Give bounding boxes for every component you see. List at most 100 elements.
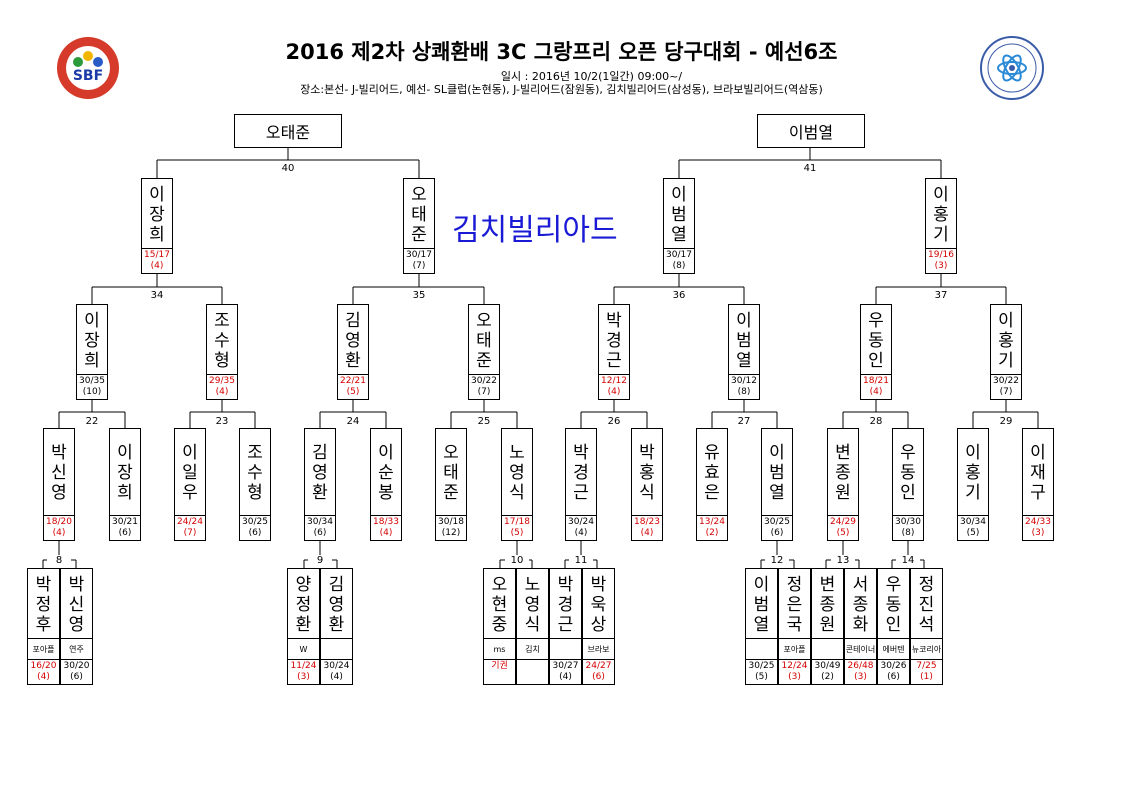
player-score: 19/16(3) [926, 248, 956, 273]
player-score: 30/35(10) [77, 374, 107, 399]
sbf-logo-text: SBF [73, 68, 103, 84]
rank-value: (4) [215, 387, 229, 397]
player-score: 11/24(3) [288, 659, 319, 684]
player-score: 24/27(6) [583, 659, 614, 684]
rank-value: (3) [1031, 528, 1045, 538]
score-value: 30/18 [438, 517, 464, 527]
sbf-logo: SBF [56, 36, 120, 100]
match-number: 40 [276, 163, 300, 174]
score-value: 24/24 [177, 517, 203, 527]
player-score: 30/24(4) [321, 659, 352, 684]
player-score: 30/30(8) [893, 515, 923, 540]
rank-value: (2) [705, 528, 719, 538]
rank-value: (6) [70, 672, 83, 682]
player-club-note: 브라보 [583, 638, 614, 659]
player-score: 30/26(6) [878, 659, 909, 684]
score-value: 30/25 [748, 661, 775, 671]
match-number: 22 [80, 416, 104, 427]
player-score: 30/22(7) [469, 374, 499, 399]
score-value: 18/21 [863, 376, 889, 386]
match-number: 27 [732, 416, 756, 427]
match-number: 13 [831, 555, 855, 566]
rank-value: (6) [118, 528, 132, 538]
player-score: 30/25(5) [746, 659, 777, 684]
score-value: 17/18 [504, 517, 530, 527]
rank-value: (3) [297, 672, 310, 682]
rank-value: (8) [737, 387, 751, 397]
match-number: 10 [505, 555, 529, 566]
player-score: 30/24(4) [566, 515, 596, 540]
player-score: 16/20(4) [28, 659, 59, 684]
rank-value: (3) [854, 672, 867, 682]
score-value: 30/24 [323, 661, 350, 671]
score-value: 30/21 [112, 517, 138, 527]
player-score: 17/18(5) [502, 515, 532, 540]
rank-value: (6) [770, 528, 784, 538]
player-club-note [321, 638, 352, 659]
score-value: 30/34 [307, 517, 333, 527]
score-value: 13/24 [699, 517, 725, 527]
rank-value: (10) [82, 387, 102, 397]
score-value: 26/48 [847, 661, 874, 671]
rank-value: (7) [999, 387, 1013, 397]
player-club-note: 김치 [517, 638, 548, 659]
player-club-note: 연주 [61, 638, 92, 659]
score-value: 15/17 [144, 250, 170, 260]
score-value: 30/26 [880, 661, 907, 671]
score-value: 24/27 [585, 661, 612, 671]
score-value: 11/24 [290, 661, 317, 671]
rank-value: (3) [934, 261, 948, 271]
player-score: 12/12(4) [599, 374, 629, 399]
rank-value: (3) [788, 672, 801, 682]
player-score: 30/27(4) [550, 659, 581, 684]
player-score: 30/12(8) [729, 374, 759, 399]
player-club-note: ms [484, 638, 515, 659]
player-club-note: 에버텐 [878, 638, 909, 659]
score-value: 18/33 [373, 517, 399, 527]
player-score: 30/18(12) [436, 515, 466, 540]
seoul-sports-council-logo [980, 36, 1044, 100]
venue-label: 김치빌리아드 [452, 213, 618, 248]
score-value: 16/20 [30, 661, 57, 671]
rank-value: (7) [183, 528, 197, 538]
rank-value: (4) [869, 387, 883, 397]
score-value: 30/17 [406, 250, 432, 260]
rank-value: (7) [477, 387, 491, 397]
score-value: 30/27 [552, 661, 579, 671]
rank-value: (8) [672, 261, 686, 271]
player-score: 7/25(1) [911, 659, 942, 684]
match-number: 24 [341, 416, 365, 427]
player-club-note: 포아플 [779, 638, 810, 659]
rank-value: (6) [887, 672, 900, 682]
player-score: 30/21(6) [110, 515, 140, 540]
